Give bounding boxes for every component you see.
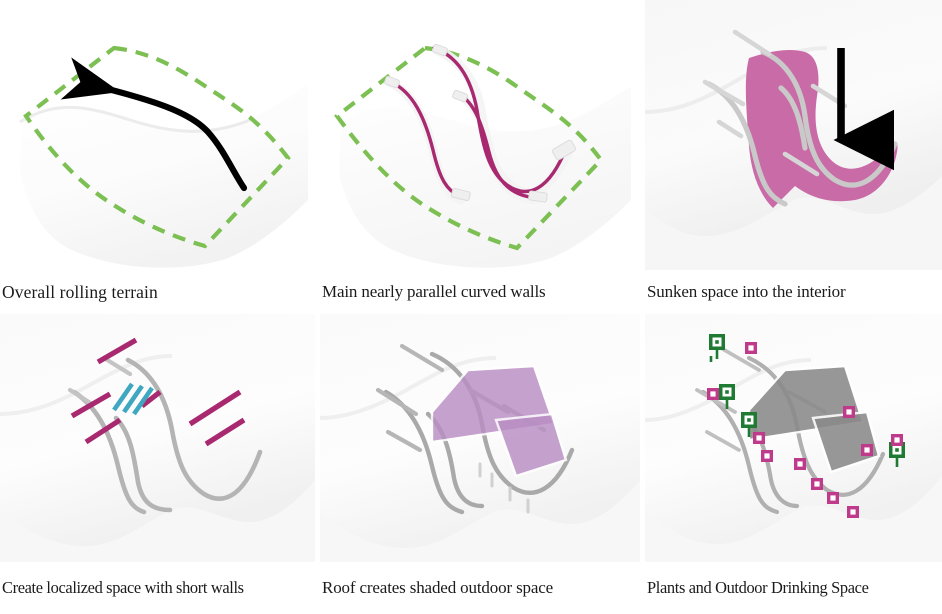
terrain-surface-1 (20, 84, 308, 268)
cyan-line-1 (112, 382, 134, 412)
drinking-marker (827, 492, 839, 504)
drinking-marker (861, 444, 873, 456)
caption-panel-5: Roof creates shaded outdoor space (322, 578, 554, 598)
drinking-marker (843, 406, 855, 418)
drinking-marker (753, 432, 765, 444)
curved-wall-line-2 (389, 80, 461, 198)
short-wall-5 (188, 389, 242, 427)
site-boundary-dashed-1 (23, 45, 291, 249)
cross-branch-walls-4 (67, 355, 133, 407)
cyan-line-3 (132, 386, 154, 416)
plant-marker (719, 384, 735, 409)
curved-wall-line-3 (460, 94, 539, 200)
caption-panel-2: Main nearly parallel curved walls (322, 282, 546, 302)
site-boundary-dashed-2 (334, 45, 604, 251)
roof-supports-5 (478, 462, 530, 514)
panel-sunken-space (645, 0, 942, 270)
terrain-shadow-1 (19, 105, 251, 133)
caption-panel-4: Create localized space with short walls (2, 577, 244, 597)
roof-panels-6 (747, 364, 881, 474)
panel-plants-drinking-space (645, 314, 942, 562)
curved-wall-line-1 (432, 46, 569, 194)
short-wall-strokes (70, 337, 246, 447)
drinking-markers (707, 342, 903, 518)
panel-localized-short-walls (0, 314, 315, 562)
terrain-edge-5 (320, 356, 497, 420)
caption-panel-3: Sunken space into the interior (647, 282, 846, 302)
terrain-surface-4 (0, 314, 315, 546)
short-wall-2 (70, 391, 112, 419)
panel-main-curved-walls (320, 0, 640, 270)
plant-marker (709, 334, 725, 359)
cyan-line-2 (122, 384, 144, 414)
cyan-accent-lines (112, 382, 154, 416)
roof-panel-2 (494, 412, 568, 478)
short-wall-1 (96, 337, 138, 365)
panel-overall-rolling-terrain (0, 0, 315, 270)
caption-panel-6: Plants and Outdoor Drinking Space (647, 577, 869, 597)
short-wall-4 (140, 389, 162, 409)
caption-panel-1: Overall rolling terrain (2, 281, 158, 302)
roof-panels-5 (430, 364, 568, 478)
terrain-surface-2 (339, 86, 631, 268)
drinking-marker (794, 458, 806, 470)
drinking-marker (891, 434, 903, 446)
terrain-edge-4 (0, 354, 173, 416)
short-wall-6 (204, 417, 246, 447)
plant-marker (741, 412, 757, 437)
cross-branch-walls-3 (702, 29, 848, 177)
drinking-marker (745, 342, 757, 354)
drinking-marker (707, 388, 719, 400)
wall-endcaps-2 (384, 43, 576, 203)
plant-marker (709, 356, 713, 362)
drinking-marker (761, 450, 773, 462)
short-wall-3 (84, 417, 122, 445)
flow-arrow-1 (60, 57, 248, 192)
drinking-marker (847, 506, 859, 518)
panel-roof-shaded-space (320, 314, 640, 562)
drinking-marker (811, 478, 823, 490)
